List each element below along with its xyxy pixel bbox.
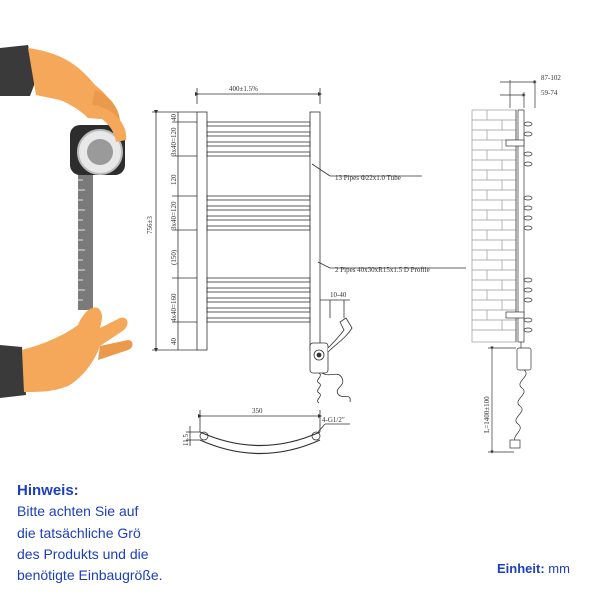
left-dim-1: 3x40=120	[170, 127, 178, 156]
front-width-label: 400±1.5%	[229, 85, 258, 93]
right-rail	[309, 111, 321, 351]
top-width-label: 350	[252, 407, 263, 415]
notice-title: Hinweis:	[17, 482, 79, 499]
profile-callout: 2 Pipes 40x30xR15x1.5 D Profile	[335, 266, 430, 274]
unit-label: Einheit:	[497, 561, 545, 576]
cable-length-label: L=1400±100	[483, 396, 491, 433]
left-dim-6: 40	[170, 338, 178, 346]
measuring-hands-illustration	[0, 45, 133, 398]
top-view	[186, 410, 350, 455]
front-view	[152, 88, 466, 352]
left-dim-2: 120	[170, 174, 178, 185]
left-dim-5: 4x40=160	[170, 293, 178, 322]
notice-line-1: Bitte achten Sie auf	[17, 503, 139, 519]
coiled-cable	[317, 372, 351, 404]
top-depth-label: 11.5	[182, 434, 190, 446]
electric-heater-element	[309, 317, 353, 404]
pipes-group-3	[206, 277, 311, 323]
left-dim-3: 3x40=120	[170, 201, 178, 230]
unit-note: Einheit: mm	[497, 561, 570, 576]
lower-hand	[22, 307, 128, 392]
pipes-callout: 13 Pipes Φ22x1.0 Tube	[335, 174, 401, 182]
heater-offset-label: 10-40	[330, 291, 347, 299]
brick-wall	[471, 109, 517, 343]
front-height-label: 756±3	[146, 216, 154, 234]
tape-strip	[78, 160, 93, 310]
side-depth-outer: 87-102	[541, 74, 561, 82]
pipes-group-1	[206, 121, 311, 157]
lower-sleeve	[0, 345, 26, 398]
unit-value: mm	[548, 561, 570, 576]
notice-line-2: die tatsächliche Grö	[17, 525, 141, 541]
notice-line-4: benötigte Einbaugröße.	[17, 567, 163, 583]
upper-hand	[28, 48, 114, 120]
thread-label: 4-G1/2"	[322, 416, 345, 424]
left-dim-4: (150)	[170, 249, 178, 265]
pipes-group-2	[206, 195, 311, 231]
upper-sleeve	[0, 45, 36, 96]
side-depth-inner: 59-74	[541, 89, 558, 97]
side-view	[471, 80, 537, 454]
notice-line-3: des Produkts und die	[17, 546, 149, 562]
left-rail	[196, 111, 208, 351]
left-dim-0: 40	[170, 114, 178, 122]
pipe-stubs	[523, 121, 533, 333]
